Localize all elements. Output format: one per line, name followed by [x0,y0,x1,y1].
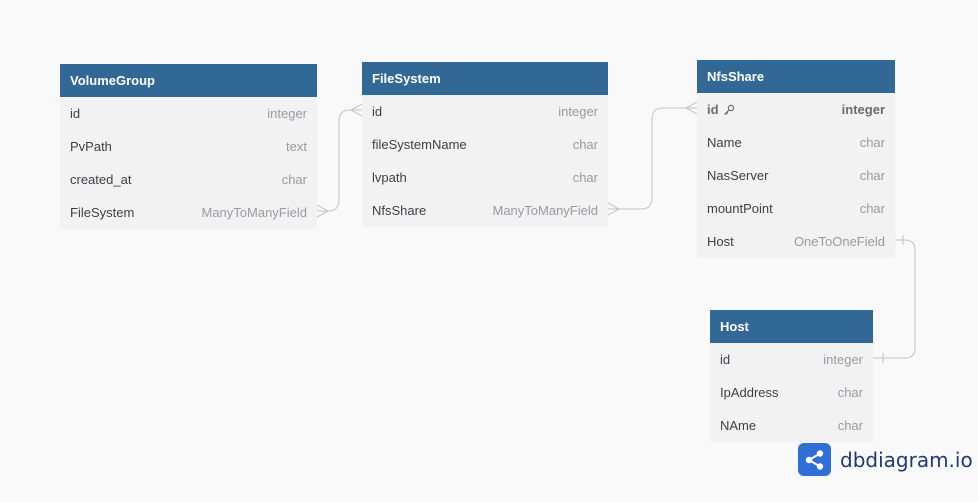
table-row[interactable]: FileSystem ManyToManyField [60,196,317,229]
field-type: char [572,137,598,152]
field-type: char [572,170,598,185]
table-header[interactable]: Host [710,310,873,343]
table-row[interactable]: id integer [362,95,608,128]
field-name: id [720,352,731,367]
field-name: id [707,102,719,117]
field-name: created_at [70,172,132,187]
table-row[interactable]: mountPoint char [697,192,895,225]
table-row[interactable]: IpAddress char [710,376,873,409]
field-name: FileSystem [70,205,135,220]
table-row[interactable]: lvpath char [362,161,608,194]
field-name: Host [707,234,734,249]
field-type: integer [841,102,885,117]
field-name: lvpath [372,170,407,185]
table-row[interactable]: NAme char [710,409,873,442]
brand-text: dbdiagram.io [840,447,973,472]
field-type: text [286,139,307,154]
field-type: char [859,135,885,150]
table-header[interactable]: NfsShare [697,60,895,93]
field-name: PvPath [70,139,112,154]
field-name: NasServer [707,168,769,183]
table-row[interactable]: Host OneToOneField [697,225,895,258]
field-name: id [372,104,383,119]
table-filesystem[interactable]: FileSystem id integer fileSystemName cha… [362,62,608,227]
field-name-pk: id [707,102,735,117]
field-name: Name [707,135,742,150]
field-type: ManyToManyField [201,205,308,220]
field-name: id [70,106,81,121]
connector-volumegroup-filesystem [316,103,363,218]
field-name: NAme [720,418,757,433]
field-type: OneToOneField [793,234,885,249]
field-type: integer [267,106,307,121]
table-header[interactable]: FileSystem [362,62,608,95]
table-row[interactable]: NfsShare ManyToManyField [362,194,608,227]
key-icon [723,104,735,116]
table-host[interactable]: Host id integer IpAddress char NAme char [710,310,873,442]
field-type: integer [823,352,863,367]
field-name: mountPoint [707,201,773,216]
table-row[interactable]: fileSystemName char [362,128,608,161]
field-type: char [281,172,307,187]
field-type: char [859,168,885,183]
table-row[interactable]: created_at char [60,163,317,196]
field-type: integer [558,104,598,119]
field-name: fileSystemName [372,137,467,152]
field-name: IpAddress [720,385,779,400]
table-header[interactable]: VolumeGroup [60,64,317,97]
table-row[interactable]: Name char [697,126,895,159]
field-type: char [859,201,885,216]
brand-watermark[interactable]: dbdiagram.io [798,443,973,476]
table-row[interactable]: id integer [710,343,873,376]
table-row[interactable]: id integer [60,97,317,130]
table-nfsshare[interactable]: NfsShare id integer Name char NasServer … [697,60,895,258]
table-volumegroup[interactable]: VolumeGroup id integer PvPath text creat… [60,64,317,229]
table-row[interactable]: NasServer char [697,159,895,192]
field-type: char [837,418,863,433]
table-row-primary-key[interactable]: id integer [697,93,895,126]
field-type: ManyToManyField [492,203,599,218]
field-name: NfsShare [372,203,427,218]
dbdiagram-share-icon [798,443,831,476]
table-row[interactable]: PvPath text [60,130,317,163]
connector-filesystem-nfsshare [607,101,698,216]
field-type: char [837,385,863,400]
